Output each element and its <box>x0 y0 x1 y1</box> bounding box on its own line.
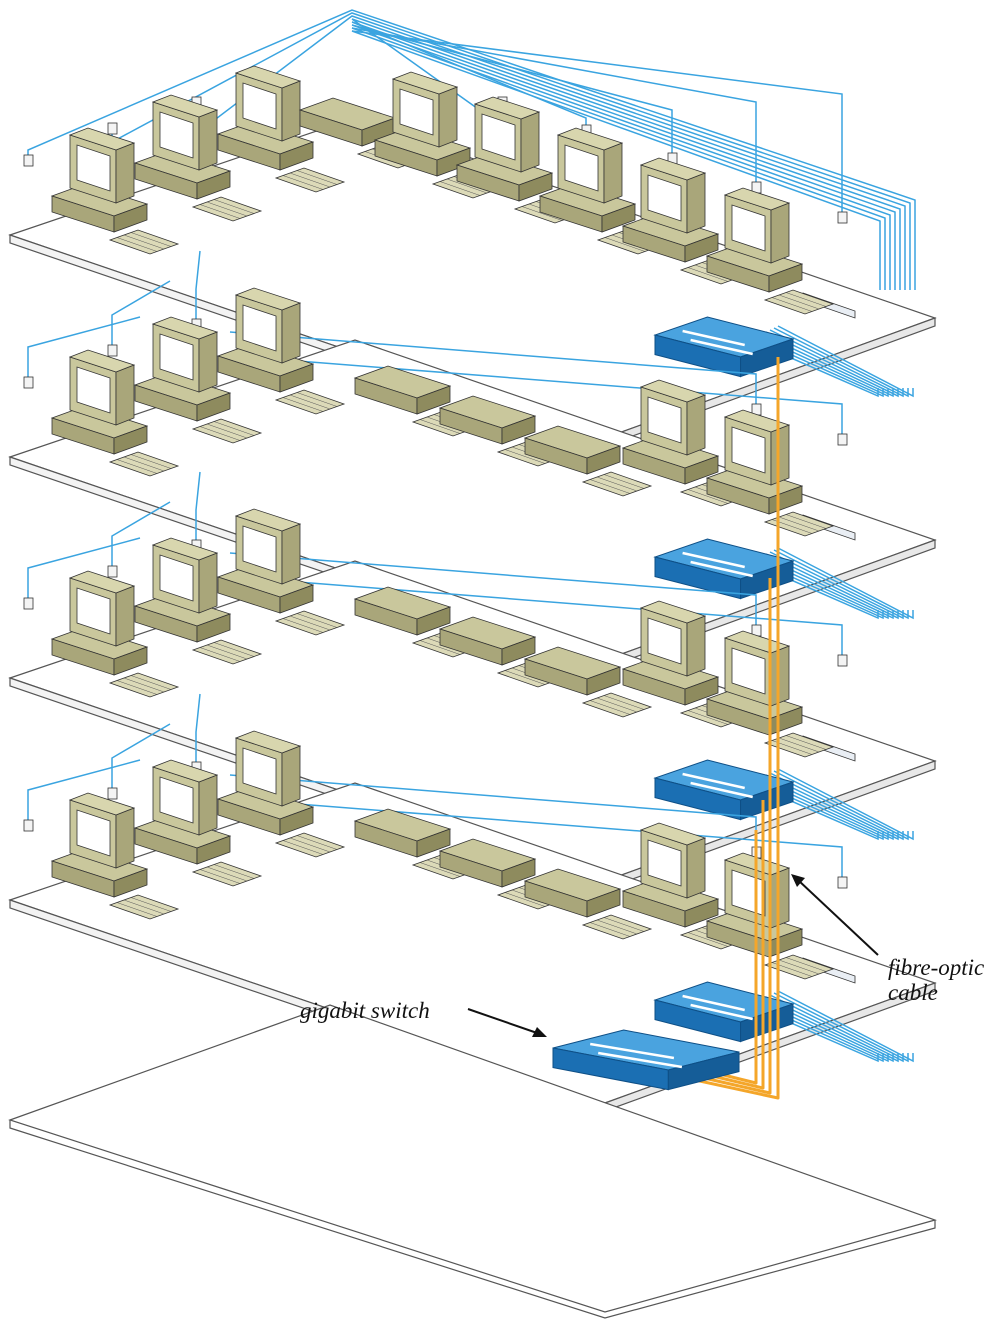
gigabit-switch-label: gigabit switch <box>300 998 430 1023</box>
wall-socket-icon <box>108 788 117 799</box>
wall-socket-icon <box>838 434 847 445</box>
wall-socket-icon <box>838 655 847 666</box>
wall-socket-icon <box>838 212 847 223</box>
wall-socket-icon <box>108 123 117 134</box>
floors-layer <box>10 10 935 1318</box>
wall-socket-icon <box>108 566 117 577</box>
wall-socket-icon <box>24 155 33 166</box>
fibre-optic-label-line1: fibre-optic <box>888 955 984 980</box>
fibre-optic-label-line2: cable <box>888 980 938 1005</box>
wall-socket-icon <box>24 598 33 609</box>
wall-socket-icon <box>108 345 117 356</box>
wall-socket-icon <box>24 377 33 388</box>
wall-socket-icon <box>838 877 847 888</box>
wall-socket-icon <box>24 820 33 831</box>
